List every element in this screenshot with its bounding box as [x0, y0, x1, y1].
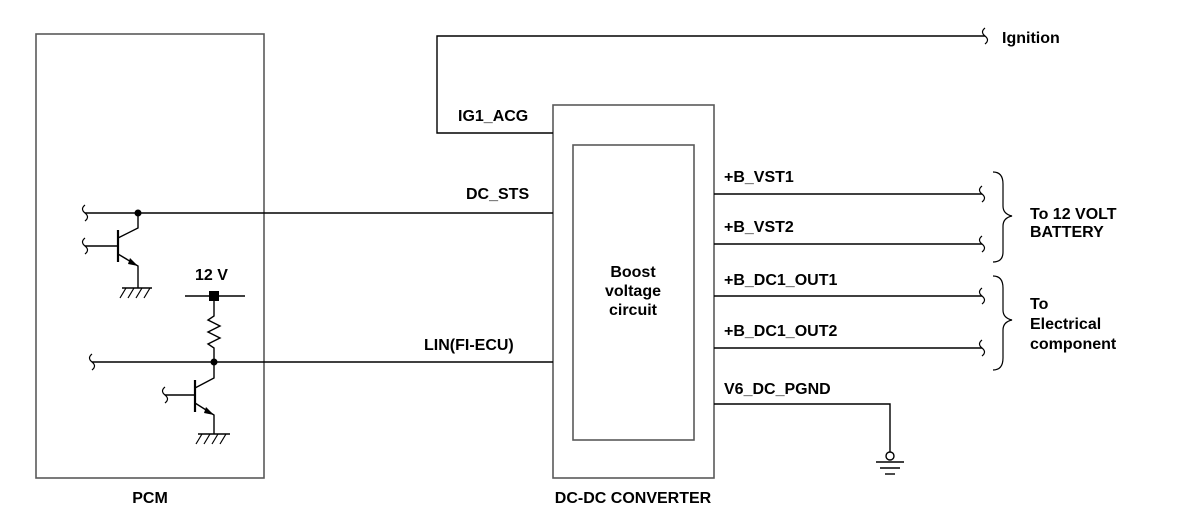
supply-node [209, 291, 219, 301]
transistor-2 [161, 362, 230, 445]
pcm-box [35, 33, 265, 479]
battery-brace [992, 171, 1013, 263]
converter-label: DC-DC CONVERTER [555, 490, 712, 507]
out1-connector [978, 287, 986, 305]
pgnd-label: V6_DC_PGND [724, 381, 831, 398]
ground-icon [876, 461, 904, 475]
dc-sts-label: DC_STS [466, 186, 529, 203]
vst2-label: +B_VST2 [724, 219, 794, 236]
vst1-connector [978, 185, 986, 203]
ignition-label: Ignition [1002, 30, 1060, 47]
boost-label-line2: voltage [605, 283, 661, 300]
pgnd-wire [714, 403, 891, 452]
electrical-label-line1: To [1030, 296, 1049, 313]
battery-label-line2: BATTERY [1030, 224, 1104, 241]
ground-terminal [885, 451, 895, 461]
ignition-wire [436, 35, 985, 134]
out2-connector [978, 339, 986, 357]
lin-label: LIN(FI-ECU) [424, 337, 514, 354]
lin-pcm-connector [88, 353, 96, 371]
supply-12v-label: 12 V [195, 267, 228, 284]
transistor-1 [81, 213, 152, 299]
boost-label-line1: Boost [610, 264, 656, 281]
ig1-acg-label: IG1_ACG [458, 108, 528, 125]
pcm-label: PCM [132, 490, 168, 507]
boost-label-line3: circuit [609, 302, 658, 319]
electrical-label-line3: component [1030, 336, 1117, 353]
out2-label: +B_DC1_OUT2 [724, 323, 837, 340]
electrical-label-line2: Electrical [1030, 316, 1101, 333]
converter-box [552, 104, 715, 479]
dc-sts-pcm-connector [81, 204, 89, 222]
electrical-brace [992, 275, 1013, 371]
battery-label-line1: To 12 VOLT [1030, 206, 1117, 223]
out1-label: +B_DC1_OUT1 [724, 272, 837, 289]
vst1-label: +B_VST1 [724, 169, 794, 186]
ignition-connector [981, 27, 989, 45]
vst2-connector [978, 235, 986, 253]
resistor [206, 301, 222, 362]
boost-circuit-box [572, 144, 695, 441]
